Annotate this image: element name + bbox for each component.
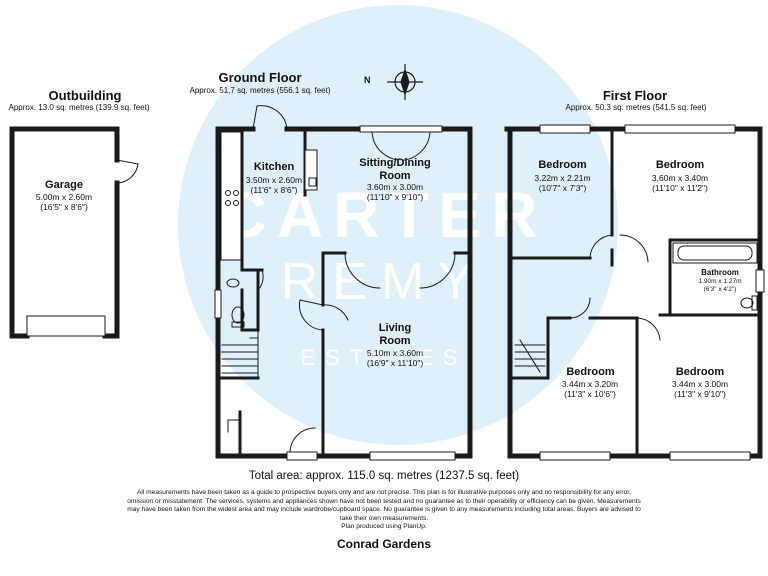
first-floor-area: Approx. 50.3 sq. metres (541.5 sq. feet): [565, 103, 707, 112]
sitting-dining-dim-m: 3.60m x 3.00m: [366, 182, 424, 192]
outbuilding-title: Outbuilding: [48, 88, 122, 103]
watermark-brand-line3: ESTATES: [300, 345, 468, 370]
first-floor-title: First Floor: [602, 88, 668, 103]
ground-floor-title: Ground Floor: [218, 70, 302, 85]
bedroom-2-dim-m: 3.60m x 3.40m: [651, 173, 709, 183]
disclaimer-text: All measurements have been taken as a gu…: [127, 489, 641, 522]
total-area: Total area: approx. 115.0 sq. metres (12…: [248, 470, 520, 482]
disclaimer: All measurements have been taken as a gu…: [124, 489, 644, 532]
watermark-circle: [178, 5, 618, 445]
sitting-dining-name-line1: Sitting/Dining: [359, 157, 431, 169]
bedroom-3-dim-m: 3.44m x 3.20m: [561, 379, 619, 389]
address-title: Conrad Gardens: [336, 537, 432, 551]
garage-door: [26, 159, 139, 337]
bedroom-4-name: Bedroom: [675, 366, 725, 378]
garage-dim-m: 5.00m x 2.60m: [35, 192, 93, 202]
sitting-dining-name-line2: Room: [379, 170, 411, 182]
living-room-name-line1: Living: [378, 322, 412, 334]
kitchen-name: Kitchen: [253, 161, 295, 173]
bedroom-1-name: Bedroom: [538, 159, 587, 171]
bedroom-1-dim-m: 3.22m x 2.21m: [534, 173, 591, 183]
first-floor-fixtures: [514, 124, 765, 461]
kitchen-dim-ft: (11'6" x 8'6"): [250, 185, 298, 195]
bedroom-3-dim-ft: (11'3" x 10'6"): [564, 389, 616, 399]
ground-floor-fixtures: [214, 105, 456, 461]
living-room-dim-m: 5.10m x 3.60m: [366, 348, 424, 358]
kitchen-dim-m: 3.50m x 2.60m: [245, 175, 303, 185]
bedroom-4-dim-ft: (11'3" x 9'10"): [674, 389, 726, 399]
bedroom-3-name: Bedroom: [566, 366, 615, 378]
bathroom-dim-ft: (6'3" x 4'2"): [703, 286, 737, 293]
compass-north-label: N: [364, 75, 371, 85]
garage-dim-ft: (16'5" x 8'6"): [40, 202, 88, 212]
living-room-name-line2: Room: [379, 335, 411, 347]
bedroom-2-dim-ft: (11'10" x 11'2"): [652, 183, 708, 193]
compass-icon: [387, 64, 423, 100]
outbuilding-area: Approx. 13.0 sq. metres (139.9 sq. feet): [8, 103, 150, 112]
bedroom-1-dim-ft: (10'7" x 7'3"): [538, 183, 587, 193]
bedroom-4-dim-m: 3.44m x 3.00m: [671, 379, 729, 389]
disclaimer-footer: Plan produced using PlanUp.: [341, 523, 427, 531]
bathroom-name: Bathroom: [701, 268, 739, 277]
watermark-brand-line1: CARTER: [220, 179, 548, 251]
ground-floor-area: Approx. 51.7 sq. metres (556.1 sq. feet): [189, 86, 331, 95]
watermark-brand-line2: REMY: [280, 253, 488, 311]
garage-name: Garage: [45, 179, 83, 191]
bathroom-dim-m: 1.90m x 1.27m: [698, 278, 742, 285]
garage-walls: [9, 126, 120, 339]
bedroom-2-name: Bedroom: [655, 159, 705, 171]
living-room-dim-ft: (16'9" x 11'10"): [366, 358, 424, 368]
first-floor-outer-walls: [504, 126, 763, 459]
sitting-dining-dim-ft: (11'10" x 9'10"): [366, 192, 424, 202]
